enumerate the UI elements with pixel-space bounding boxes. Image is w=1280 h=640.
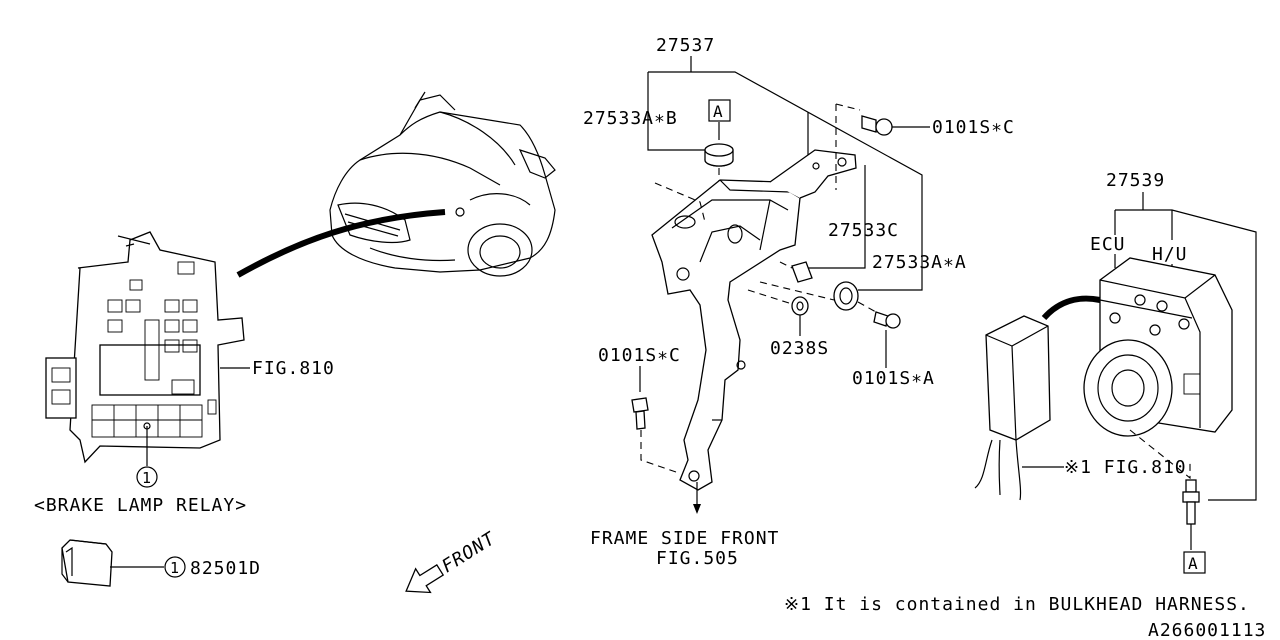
diagram-id: A266001113 [1148,620,1266,640]
bolt-0101SA [873,311,901,329]
vehicle-illustration [329,91,556,277]
ecu-label: ECU [1090,234,1126,255]
frame-side-front-label: FRAME SIDE FRONT [590,528,779,549]
footnote-text: ※1 It is contained in BULKHEAD HARNESS. [784,594,1250,615]
abs-connector-pin [1182,479,1200,550]
part-27537-label[interactable]: 27537 [656,35,715,56]
callout-number-1: 1 [142,469,152,487]
fuse-box-fig-ref[interactable]: FIG.810 [252,358,335,379]
abs-hydraulic-unit [1083,257,1233,437]
part-0101SC-top-label[interactable]: 0101S∗C [932,117,1015,138]
callout-number-1-relay: 1 [170,559,180,577]
callout-circle-1 [136,466,158,488]
fuse-box-location-pointer [236,209,446,278]
bolt-0101SC-top [861,115,893,136]
ref-a-top-label: A [713,102,724,121]
part-27539-label[interactable]: 27539 [1106,170,1165,191]
front-direction-arrow: FRONT [405,528,500,594]
part-27533AB-label[interactable]: 27533A∗B [583,108,678,129]
bracket-27537 [651,149,857,491]
hu-label: H/U [1152,244,1188,265]
bulkhead-harness-fig810-note[interactable]: ※1 FIG.810 [1064,457,1187,478]
part-27533C-label[interactable]: 27533C [828,220,899,241]
collar-27533C [791,261,813,283]
ref-a-bottom-label: A [1188,554,1199,573]
part-82501D-label[interactable]: 82501D [190,558,261,579]
part-0101SC-left-label[interactable]: 0101S∗C [598,345,681,366]
relay-illustration [61,539,113,587]
fig505-ref[interactable]: FIG.505 [656,548,739,569]
ref-box-a-top [708,99,731,122]
ref-box-a-bottom [1183,551,1206,574]
callout-circle-1-relay [164,556,186,578]
grommet-27533AA [833,281,859,311]
nut-0238S [791,296,809,316]
part-0238S-label[interactable]: 0238S [770,338,829,359]
bolt-0101SC-left [631,397,649,430]
part-27533AA-label[interactable]: 27533A∗A [872,252,967,273]
front-label: FRONT [438,528,499,577]
part-0101SA-label[interactable]: 0101S∗A [852,368,935,389]
brake-lamp-relay-label: <BRAKE LAMP RELAY> [34,495,247,516]
grommet-27533AB [704,143,734,167]
abs-ecu-module [974,315,1051,501]
fuse-box-illustration [45,231,245,464]
